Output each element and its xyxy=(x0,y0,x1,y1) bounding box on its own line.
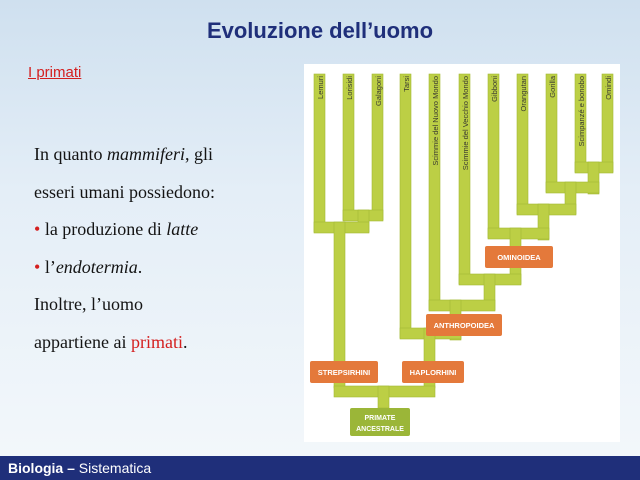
footer-topic: Sistematica xyxy=(74,460,152,476)
body-text: In quanto mammiferi, gli esseri umani po… xyxy=(34,136,284,361)
group-label-haplorhini: HAPLORHINI xyxy=(410,368,457,377)
slide-subtitle-link[interactable]: I primati xyxy=(28,64,82,81)
footer-bar: Biologia – Sistematica xyxy=(0,456,640,480)
bullet-icon: • xyxy=(34,219,41,239)
taxon-label-vecchio-mondo: Scimmie del Vecchio Mondo xyxy=(461,76,470,170)
stem-scimpanze-omindi xyxy=(587,161,600,195)
root-primate-ancestrale: PRIMATE ANCESTRALE xyxy=(350,408,410,436)
group-label-anthropoidea: ANTHROPOIDEA xyxy=(434,321,495,330)
taxon-label-orangutan: Orangutan xyxy=(519,76,528,111)
taxon-labels: Lemuri Lorisidi Galagoni Tarsi Scimmie d… xyxy=(316,75,613,170)
taxon-label-lorisidi: Lorisidi xyxy=(345,76,354,100)
taxon-label-scimpanze: Scimpanzé e bonobo xyxy=(577,76,586,146)
bullet-endotermia: • l’endotermia. xyxy=(34,256,143,277)
taxon-label-tarsi: Tarsi xyxy=(402,76,411,92)
root-label-line-2: ANCESTRALE xyxy=(356,426,404,433)
body-line-2: esseri umani possiedono: xyxy=(34,181,215,202)
joint-nuovo-mondo xyxy=(428,299,496,312)
root-label-line-1: PRIMATE xyxy=(365,415,396,422)
primate-phylogeny-diagram: Lemuri Lorisidi Galagoni Tarsi Scimmie d… xyxy=(304,64,620,442)
body-line-6: appartiene ai primati. xyxy=(34,331,188,352)
stem-root xyxy=(377,385,390,409)
bullet-icon: • xyxy=(34,256,41,277)
taxon-label-nuovo-mondo: Scimmie del Nuovo Mondo xyxy=(431,76,440,166)
group-label-ominoidea: OMINOIDEA xyxy=(497,253,541,262)
branch-tarsi xyxy=(399,73,412,339)
slide-title: Evoluzione dell’uomo xyxy=(206,18,434,43)
group-label-strepsirhini: STREPSIRHINI xyxy=(318,368,371,377)
stem-orangutan xyxy=(537,203,550,241)
group-anthropoidea: ANTHROPOIDEA xyxy=(426,314,502,336)
body-line-1: In quanto mammiferi, gli xyxy=(34,144,213,164)
taxon-label-gibboni: Gibboni xyxy=(490,76,499,102)
taxon-label-galagoni: Galagoni xyxy=(374,76,383,106)
taxon-label-lemuri: Lemuri xyxy=(316,76,325,99)
body-line-5: Inoltre, l’uomo xyxy=(34,294,143,314)
footer-text: Biologia – Sistematica xyxy=(8,456,151,480)
phylogeny-svg: Lemuri Lorisidi Galagoni Tarsi Scimmie d… xyxy=(310,73,614,436)
taxon-label-omindi: Omindi xyxy=(604,76,613,100)
group-strepsirhini: STREPSIRHINI xyxy=(310,361,378,383)
taxon-label-gorilla: Gorilla xyxy=(548,75,557,98)
bullet-latte: • la produzione di latte xyxy=(34,219,199,239)
group-ominoidea: OMINOIDEA xyxy=(485,246,553,268)
group-haplorhini: HAPLORHINI xyxy=(402,361,464,383)
footer-subject: Biologia – xyxy=(8,460,75,476)
